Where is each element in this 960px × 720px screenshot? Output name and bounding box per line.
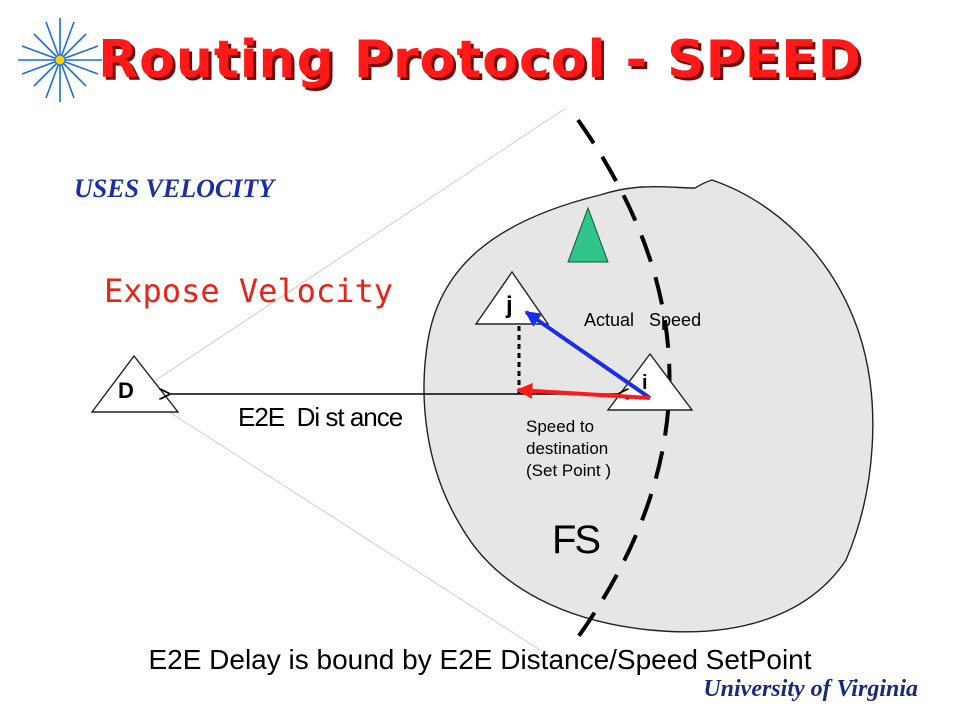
- node-d-label: D: [118, 378, 134, 403]
- node-j: [474, 270, 550, 325]
- e2e-distance-label: E2E Di st ance: [238, 402, 403, 432]
- institution-logo-text: University of Virginia: [703, 676, 918, 702]
- expose-velocity-text: Expose Velocity: [104, 272, 393, 310]
- cone-line-lower: [137, 391, 541, 651]
- speed-to-destination-label: Speed to destination (Set Point ): [526, 417, 612, 480]
- node-d: [90, 354, 180, 413]
- node-j-label: j: [506, 292, 513, 319]
- actual-speed-label: Actual Speed: [584, 310, 702, 330]
- slide-title: Routing Protocol - SPEED: [98, 30, 862, 90]
- green-node: [567, 206, 609, 263]
- star-burst-icon: [18, 18, 102, 102]
- speed-to-destination-arrow: [516, 382, 651, 400]
- slide-subtitle: USES VELOCITY: [74, 174, 275, 203]
- cone-line-upper: [137, 107, 567, 393]
- actual-speed-arrow: [524, 310, 652, 400]
- footer-statement: E2E Delay is bound by E2E Distance/Speed…: [148, 644, 812, 675]
- node-i-label: i: [642, 372, 648, 394]
- forwarding-set-label: FS: [552, 518, 601, 562]
